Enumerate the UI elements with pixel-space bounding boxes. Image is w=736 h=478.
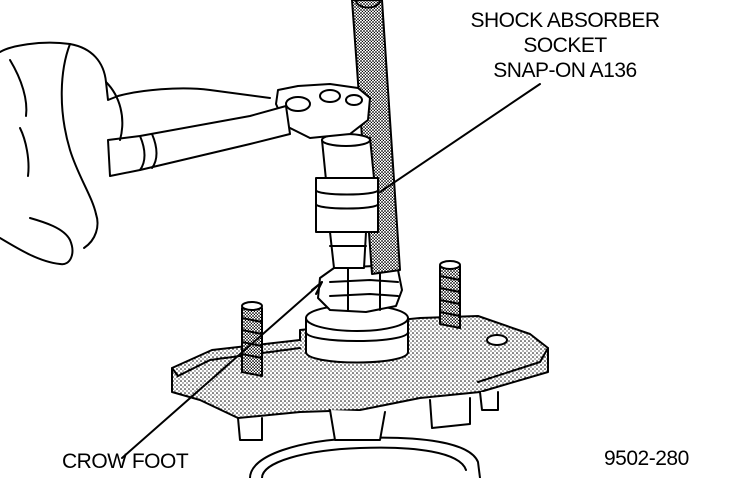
mount-cylinder <box>305 304 409 364</box>
right-stud <box>439 260 461 329</box>
crow-foot-label: CROW FOOT <box>62 450 189 473</box>
hand <box>0 41 271 266</box>
shock-absorber-socket-label: SHOCK ABSORBER SOCKET SNAP-ON A136 <box>460 8 670 83</box>
socket-label-line-2: SOCKET <box>523 34 607 57</box>
crowfoot-leader-line <box>121 281 323 459</box>
coil-spring <box>249 436 481 478</box>
figure-number: 9502-280 <box>604 447 689 470</box>
socket-label-line-1: SHOCK ABSORBER <box>470 9 660 32</box>
ratchet-head <box>275 83 371 139</box>
hex-nut <box>317 265 403 313</box>
socket-leader-line <box>379 83 541 193</box>
socket-extension <box>315 133 379 269</box>
socket-label-line-3: SNAP-ON A136 <box>493 59 637 82</box>
left-stud <box>241 301 263 377</box>
ratchet-handle <box>107 105 291 177</box>
